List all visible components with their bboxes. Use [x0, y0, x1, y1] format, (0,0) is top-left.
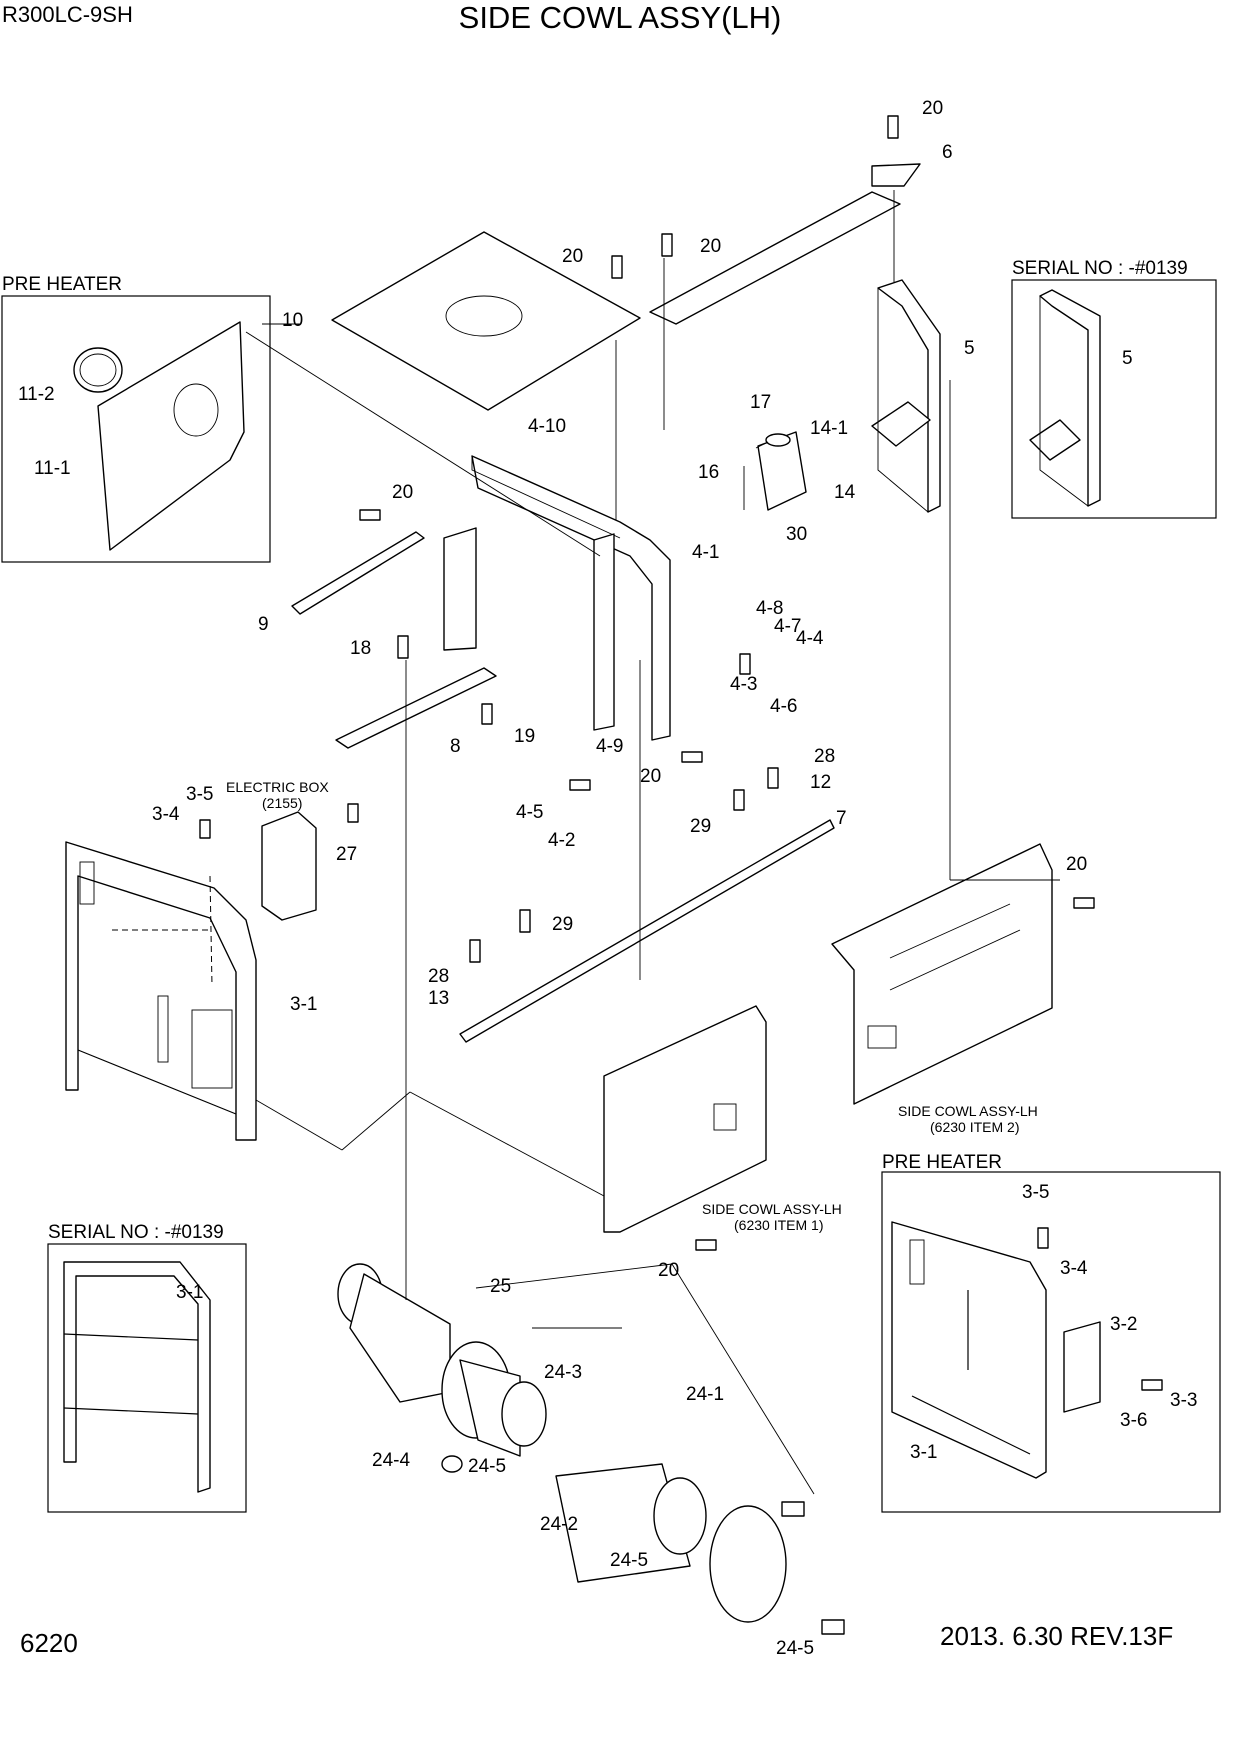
part-4-1-frame	[443, 455, 671, 741]
part-7-rail	[459, 819, 835, 1043]
callout-3-3: 3-3	[1170, 1390, 1197, 1411]
callout-3-1: 3-1	[910, 1442, 937, 1463]
callout-3-2: 3-2	[1110, 1314, 1137, 1335]
side-cowl-item-1	[603, 1005, 767, 1233]
callout-4-8: 4-8	[756, 598, 783, 619]
callout-13: 13	[428, 988, 449, 1009]
serial-right-box	[1011, 279, 1217, 519]
callout-25: 25	[490, 1276, 511, 1297]
callout-19: 19	[514, 726, 535, 747]
callout-3-6: 3-6	[1120, 1410, 1147, 1431]
page-title: SIDE COWL ASSY(LH)	[458, 0, 782, 35]
callout-3-5: 3-5	[1022, 1182, 1049, 1203]
callout-30: 30	[786, 524, 807, 545]
page-number: 6220	[20, 1628, 78, 1658]
callout-3-1: 3-1	[290, 994, 317, 1015]
callout-labels: 20 6 20 20 10 5 5 11-2 11-1 17 14-1 16 1…	[18, 98, 1197, 1659]
callout-24-1: 24-1	[686, 1384, 724, 1405]
callout-3-4: 3-4	[1060, 1258, 1088, 1279]
serial-right-label: SERIAL NO : -#0139	[1012, 258, 1188, 279]
callout-16: 16	[698, 462, 719, 483]
pre-heater-top-box	[1, 295, 271, 563]
callout-24-5: 24-5	[468, 1456, 506, 1477]
callout-24-5: 24-5	[610, 1550, 648, 1571]
callout-4-7: 4-7	[774, 616, 801, 637]
side-cowl-2-note: SIDE COWL ASSY-LH	[898, 1103, 1038, 1119]
callout-3-5: 3-5	[186, 784, 213, 805]
callout-6: 6	[942, 142, 953, 163]
pre-heater-top-label: PRE HEATER	[2, 274, 122, 295]
callout-14: 14	[834, 482, 856, 503]
callout-4-6: 4-6	[770, 696, 797, 717]
callout-4-5: 4-5	[516, 802, 543, 823]
callout-24-2: 24-2	[540, 1514, 578, 1535]
callout-11-2: 11-2	[18, 384, 55, 405]
callout-20: 20	[1066, 854, 1087, 875]
callout-24-5: 24-5	[776, 1638, 814, 1659]
callout-20: 20	[640, 766, 661, 787]
callout-3-4: 3-4	[152, 804, 180, 825]
electric-box-ref: (2155)	[262, 795, 302, 811]
callout-20: 20	[562, 246, 583, 267]
callout-5: 5	[1122, 348, 1133, 369]
callout-28: 28	[814, 746, 835, 767]
electric-box-note: ELECTRIC BOX	[226, 779, 329, 795]
callout-4-10: 4-10	[528, 416, 566, 437]
side-cowl-1-ref: (6230 ITEM 1)	[734, 1217, 823, 1233]
callout-29: 29	[690, 816, 711, 837]
callout-27: 27	[336, 844, 357, 865]
callout-3-1: 3-1	[176, 1282, 203, 1303]
callout-4-4: 4-4	[796, 628, 824, 649]
electric-box	[261, 811, 317, 921]
callout-20: 20	[658, 1260, 679, 1281]
serial-left-box	[47, 1243, 247, 1513]
callout-20: 20	[922, 98, 943, 119]
callout-20: 20	[392, 482, 413, 503]
callout-17: 17	[750, 392, 771, 413]
pre-heater-bottom-label: PRE HEATER	[882, 1152, 1002, 1173]
part-9-bar	[291, 531, 425, 615]
model-number: R300LC-9SH	[2, 2, 133, 27]
callout-4-1: 4-1	[692, 542, 719, 563]
callout-24-4: 24-4	[372, 1450, 410, 1471]
callout-8: 8	[450, 736, 461, 757]
part-24-air-cleaner	[337, 1263, 787, 1623]
part-10-plate	[331, 231, 641, 411]
callout-14-1: 14-1	[810, 418, 848, 439]
callout-4-3: 4-3	[730, 674, 757, 695]
callout-9: 9	[258, 614, 269, 635]
part-3-1-cowl-frame	[65, 841, 257, 1141]
callout-12: 12	[810, 772, 831, 793]
callout-7: 7	[836, 808, 847, 829]
callout-29: 29	[552, 914, 573, 935]
callout-4-2: 4-2	[548, 830, 575, 851]
part-8-tray	[335, 667, 497, 749]
revision-date: 2013. 6.30 REV.13F	[940, 1621, 1174, 1651]
callout-4-9: 4-9	[596, 736, 623, 757]
side-cowl-item-2	[831, 843, 1053, 1105]
part-5-stay	[871, 279, 941, 513]
pre-heater-bottom-box	[881, 1171, 1221, 1513]
callout-10: 10	[282, 310, 303, 331]
callout-5: 5	[964, 338, 975, 359]
side-cowl-1-note: SIDE COWL ASSY-LH	[702, 1201, 842, 1217]
callout-20: 20	[700, 236, 721, 257]
callout-11-1: 11-1	[34, 458, 71, 479]
callout-18: 18	[350, 638, 371, 659]
part-6-bracket	[649, 163, 921, 325]
connection-lines	[112, 190, 1060, 1495]
callout-24-3: 24-3	[544, 1362, 582, 1383]
serial-left-label: SERIAL NO : -#0139	[48, 1222, 224, 1243]
side-cowl-2-ref: (6230 ITEM 2)	[930, 1119, 1019, 1135]
callout-28: 28	[428, 966, 449, 987]
fasteners	[199, 115, 1163, 1635]
part-14-reservoir-tank	[757, 431, 807, 511]
